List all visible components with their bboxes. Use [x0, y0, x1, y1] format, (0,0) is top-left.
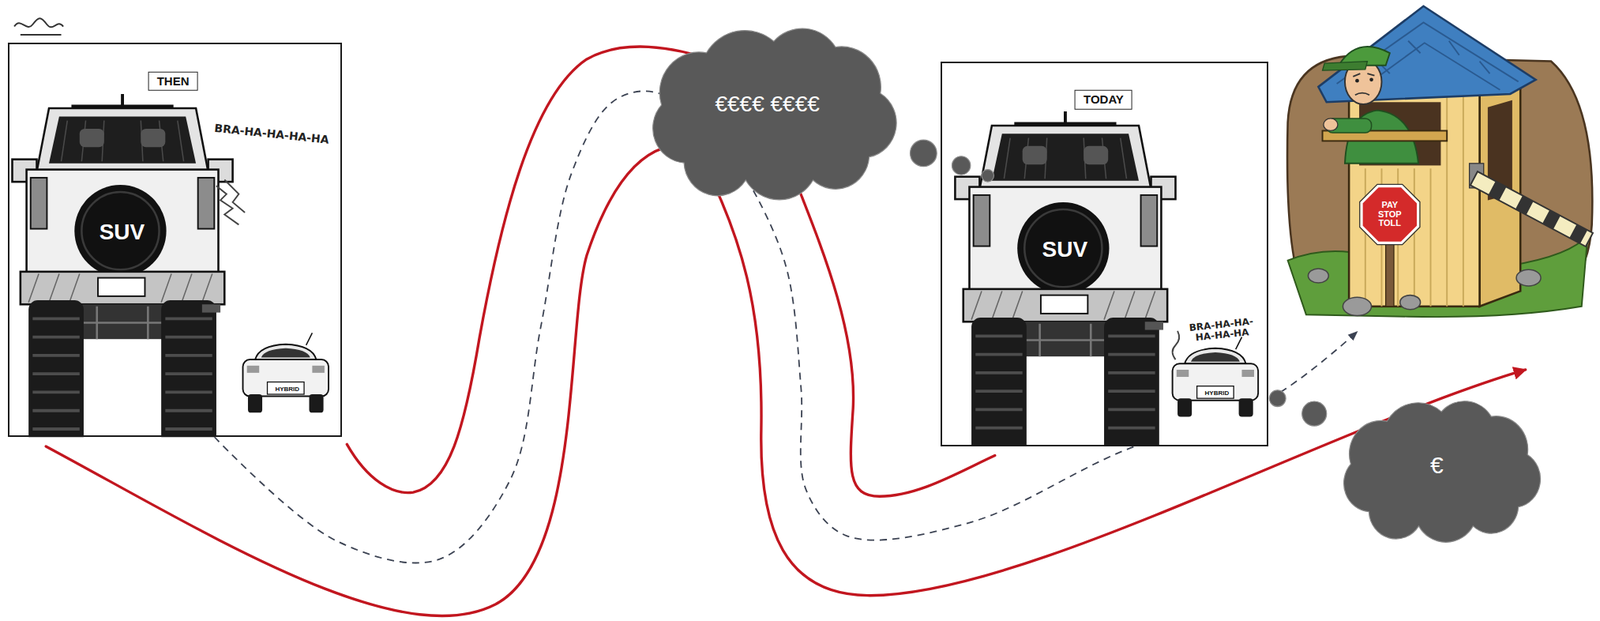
- attendant-face: [1352, 73, 1375, 95]
- rock: [1400, 295, 1421, 310]
- cloud-text: €: [1430, 450, 1444, 477]
- attendant-eye: [1369, 78, 1374, 83]
- road-edge-arrow: [704, 163, 1526, 596]
- panel-heading: TODAY: [1074, 90, 1133, 110]
- panel-background: [940, 61, 1269, 447]
- thought-dot: [1302, 401, 1327, 426]
- cartoon-panel: THEN SUV BRA-HA-HA-HA-HA HYBRID: [7, 42, 342, 437]
- hybrid-car: [243, 332, 330, 413]
- signature-scribble: [14, 18, 64, 35]
- barrier-stripes: [1488, 180, 1588, 244]
- plate-label: HYBRID: [1205, 390, 1230, 398]
- thought-dots: [910, 139, 1327, 426]
- barrier-arm: [1470, 171, 1593, 247]
- spare-tire-label: SUV: [1042, 237, 1089, 263]
- road-edge-line: [790, 168, 995, 496]
- booth-roof: [1318, 6, 1536, 103]
- rock: [1342, 296, 1371, 316]
- thought-dot: [981, 169, 995, 183]
- cloud-text: €€€€ €€€€: [714, 91, 819, 117]
- road-edges: [45, 46, 1526, 616]
- suv-rear-view: [12, 93, 233, 437]
- laugh-text: BRA-HA-HA-HA-HA: [214, 122, 331, 147]
- connector-group: [214, 90, 1357, 563]
- cloud-shape: [627, 18, 909, 192]
- panel-heading: THEN: [148, 71, 199, 92]
- laugh-plume: [216, 180, 245, 226]
- stop-sign-text: PAY STOP TOLL: [1374, 200, 1406, 229]
- suv-rear-view: [954, 111, 1176, 447]
- grass: [1288, 234, 1589, 317]
- cloud-outline: [652, 28, 896, 200]
- today-cartoon: [954, 111, 1259, 447]
- attendant-hand: [1323, 118, 1338, 132]
- booth-window: [1359, 101, 1441, 166]
- attendant-cap: [1338, 46, 1390, 66]
- toll-booth: PAY STOP TOLL: [1280, 4, 1598, 331]
- plate-label: HYBRID: [274, 386, 300, 394]
- barrier-bar: [1470, 171, 1593, 247]
- booth-front-wall: [1348, 90, 1480, 307]
- laugh-plume: [1172, 330, 1180, 360]
- cloud-outline: [1343, 401, 1540, 543]
- barrier-mount: [1469, 163, 1484, 188]
- rock-cliff: [1287, 56, 1593, 312]
- hybrid-car: [1172, 337, 1259, 417]
- cartoon-panel: TODAY SUV BRA-HA-HA-HA-HA-HA HYBRID: [940, 61, 1269, 447]
- window-sill: [1322, 130, 1448, 141]
- cap-brim: [1322, 61, 1368, 72]
- toll-booth-illustration: [1287, 6, 1593, 317]
- thought-dot: [1269, 390, 1286, 407]
- then-cartoon: [12, 93, 330, 437]
- stop-sign-outline: [1359, 184, 1420, 245]
- attendant-eye: [1355, 78, 1360, 83]
- thought-dot: [910, 139, 938, 167]
- rock: [1516, 269, 1541, 286]
- wall-planks: [1365, 90, 1464, 307]
- laugh-text: BRA-HA-HA-HA-HA-HA: [1187, 316, 1256, 345]
- panel-background: [7, 42, 342, 437]
- road-edge-line: [45, 147, 664, 616]
- attendant-body: [1344, 110, 1419, 164]
- stop-sign: [1361, 186, 1419, 244]
- cloud-shape: [1323, 392, 1551, 536]
- roof-shingles: [1337, 22, 1519, 92]
- attendant-head: [1344, 59, 1383, 105]
- sign-post: [1385, 243, 1394, 307]
- cloud-node: €€€€ €€€€: [627, 18, 909, 192]
- booth-side-wall: [1479, 79, 1522, 307]
- spare-tire-label: SUV: [99, 220, 146, 245]
- thought-dot: [952, 156, 971, 175]
- booth-side-window: [1487, 100, 1513, 201]
- dashed-connector: [214, 90, 1357, 563]
- attendant-arms: [1326, 118, 1372, 133]
- road-edge-line: [346, 46, 714, 493]
- rock: [1307, 268, 1329, 283]
- cloud-node: €: [1323, 392, 1551, 536]
